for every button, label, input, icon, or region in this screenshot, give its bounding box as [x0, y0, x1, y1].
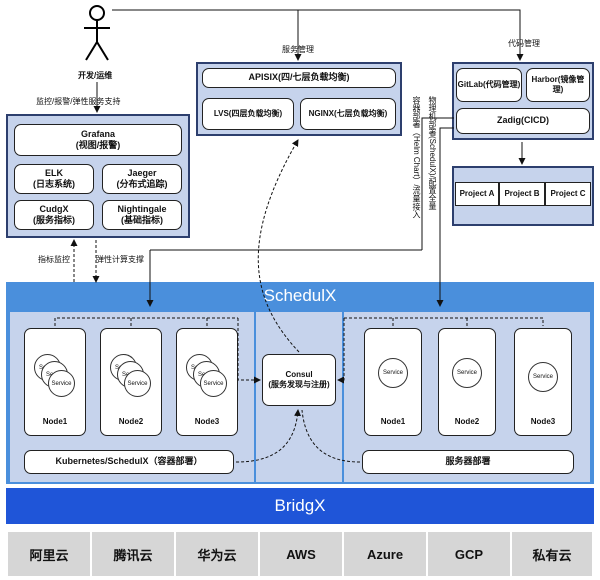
actor-label: 开发/运维	[78, 71, 113, 80]
bridgx-band: BridgX	[6, 488, 594, 524]
right-node-1-label: Node1	[380, 417, 406, 426]
monitor-support-label: 监控/报警/弹性服务支持	[36, 97, 121, 106]
project-c-box[interactable]: Project C	[545, 182, 591, 206]
developer-actor-icon	[84, 5, 110, 61]
jaeger-box[interactable]: Jaeger (分布式追踪)	[102, 164, 182, 194]
nginx-box[interactable]: NGINX(七层负载均衡)	[300, 98, 396, 130]
cloud-tencent[interactable]: 腾讯云	[92, 532, 174, 576]
metric-monitor-label: 指标监控	[38, 255, 70, 264]
service-icon: Service	[528, 362, 558, 392]
service-icon: Service	[200, 370, 227, 397]
schedulx-title: SchedulX	[263, 286, 337, 305]
zadig-box[interactable]: Zadig(CICD)	[456, 108, 590, 134]
service-icon: Service	[378, 358, 408, 388]
cudgx-box[interactable]: CudgX (服务指标)	[14, 200, 94, 230]
project-b-box[interactable]: Project B	[499, 182, 545, 206]
apisix-box[interactable]: APISIX(四/七层负载均衡)	[202, 68, 396, 88]
bridgx-title: BridgX	[274, 496, 326, 515]
schedulx-header: SchedulX	[6, 282, 594, 310]
kubernetes-deploy-box[interactable]: Kubernetes/SchedulX（容器部署）	[24, 450, 234, 474]
nightingale-box[interactable]: Nightingale (基础指标)	[102, 200, 182, 230]
cloud-aliyun[interactable]: 阿里云	[8, 532, 90, 576]
physical-deploy-label: 物理机部署(SchedulX)/配置全量	[428, 96, 437, 210]
left-node-2-label: Node2	[118, 417, 144, 426]
gitlab-box[interactable]: GitLab(代码管理)	[456, 68, 522, 102]
right-node-3-label: Node3	[530, 417, 556, 426]
service-mgmt-label: 服务管理	[282, 45, 314, 54]
service-icon: Service	[124, 370, 151, 397]
helm-deploy-label: 容器部署（Helm Chart）/流量接入	[412, 96, 421, 219]
cloud-huawei[interactable]: 华为云	[176, 532, 258, 576]
right-node-2-label: Node2	[454, 417, 480, 426]
project-a-box[interactable]: Project A	[455, 182, 499, 206]
cloud-aws[interactable]: AWS	[260, 532, 342, 576]
actor-top-connector	[112, 9, 524, 61]
elastic-support-label: 弹性计算支撑	[96, 255, 144, 264]
server-deploy-box[interactable]: 服务器部署	[362, 450, 574, 474]
harbor-box[interactable]: Harbor(镜像管理)	[526, 68, 590, 102]
consul-box[interactable]: Consul (服务发现与注册)	[262, 354, 336, 406]
lvs-box[interactable]: LVS(四层负载均衡)	[202, 98, 294, 130]
cloud-gcp[interactable]: GCP	[428, 532, 510, 576]
elk-box[interactable]: ELK (日志系统)	[14, 164, 94, 194]
cloud-private[interactable]: 私有云	[512, 532, 592, 576]
service-icon: Service	[452, 358, 482, 388]
left-node-3-label: Node3	[194, 417, 220, 426]
cloud-azure[interactable]: Azure	[344, 532, 426, 576]
service-icon: Service	[48, 370, 75, 397]
grafana-box[interactable]: Grafana (视图/报警)	[14, 124, 182, 156]
left-node-1-label: Node1	[42, 417, 68, 426]
code-mgmt-label: 代码管理	[508, 39, 540, 48]
